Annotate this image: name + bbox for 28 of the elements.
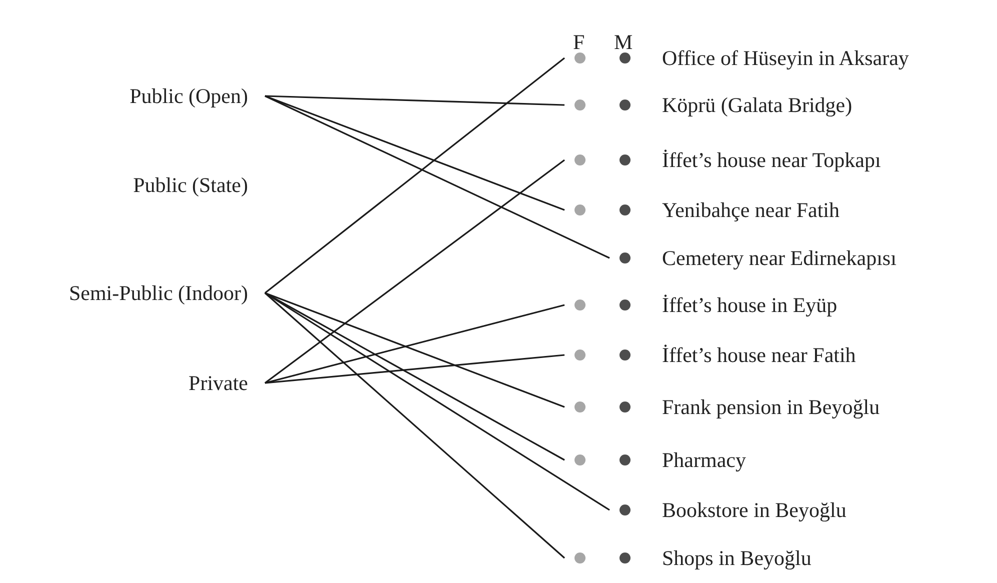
place-label: Shops in Beyoğlu bbox=[662, 546, 812, 570]
connector-line bbox=[264, 95, 565, 211]
place-label: İffet’s house in Eyüp bbox=[662, 292, 838, 318]
connector-line bbox=[264, 292, 565, 408]
connector-line bbox=[264, 292, 610, 511]
connector-line bbox=[264, 292, 565, 461]
place-label: Frank pension in Beyoğlu bbox=[662, 394, 880, 420]
column-header: M bbox=[614, 30, 633, 55]
place-label: Private bbox=[188, 370, 248, 396]
place-label: Office of Hüseyin in Aksaray bbox=[662, 46, 909, 70]
place-label: Public (State) bbox=[133, 172, 248, 198]
place-label: İffet’s house near Fatih bbox=[662, 342, 856, 368]
connector-line bbox=[264, 354, 565, 384]
place-label: Yenibahçe near Fatih bbox=[662, 198, 840, 222]
connector-line bbox=[264, 95, 565, 106]
connector-line bbox=[264, 304, 565, 384]
place-label: Cemetery near Edirnekapısı bbox=[662, 246, 896, 270]
connector-line bbox=[264, 159, 565, 384]
place-label: Bookstore in Beyoğlu bbox=[662, 498, 846, 522]
place-label: Semi-Public (Indoor) bbox=[68, 280, 248, 306]
connector-line bbox=[264, 95, 610, 259]
connector-line bbox=[264, 292, 566, 559]
place-label: İffet’s house near Topkapı bbox=[662, 148, 881, 172]
place-label: Public (Open) bbox=[130, 84, 248, 108]
place-label: Pharmacy bbox=[662, 448, 746, 472]
column-header: F bbox=[573, 30, 585, 55]
place-label: Köprü (Galata Bridge) bbox=[662, 92, 852, 118]
connector-line bbox=[264, 57, 565, 294]
